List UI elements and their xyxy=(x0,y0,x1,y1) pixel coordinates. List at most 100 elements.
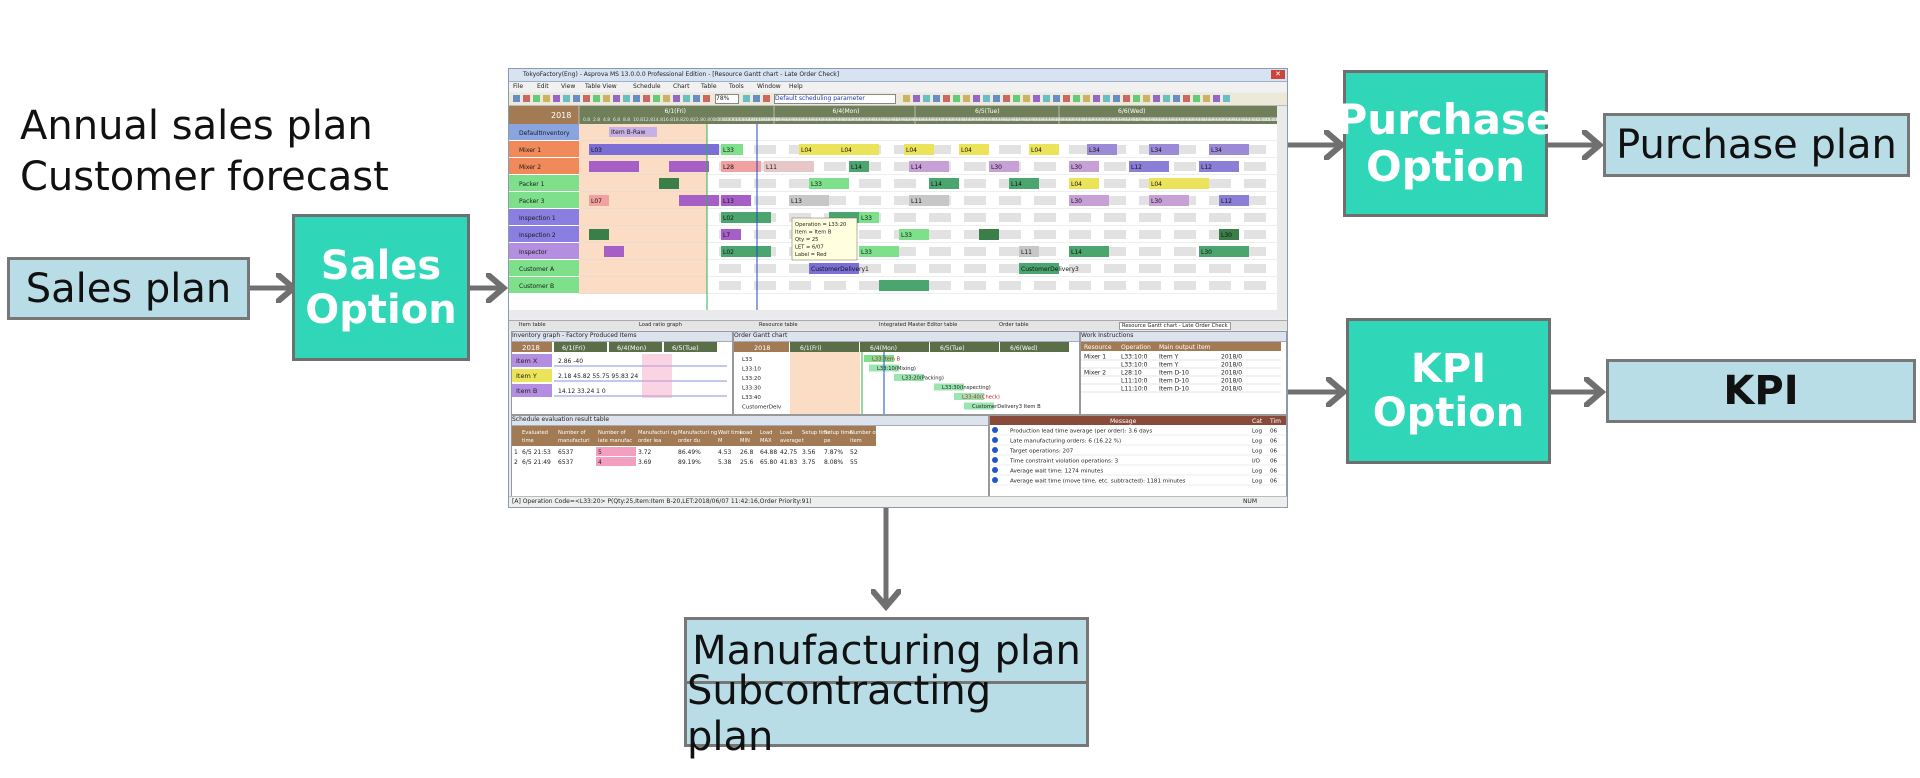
zoom-select[interactable]: 78% xyxy=(715,94,739,104)
toolbar-button-icon[interactable] xyxy=(613,95,620,102)
view-tab[interactable]: Load ratio graph xyxy=(639,322,682,328)
inv-date-cell xyxy=(609,342,662,352)
view-tab[interactable]: Order table xyxy=(999,322,1029,328)
toolbar-button-icon[interactable] xyxy=(753,95,760,102)
toolbar-button-icon[interactable] xyxy=(583,95,590,102)
gantt-operation-bar xyxy=(909,161,949,172)
toolbar-button-icon[interactable] xyxy=(663,95,670,102)
toolbar-button-icon[interactable] xyxy=(983,95,990,102)
toolbar-button-icon[interactable] xyxy=(943,95,950,102)
toolbar-button-icon[interactable] xyxy=(1083,95,1090,102)
menu-edit[interactable]: Edit xyxy=(537,83,549,90)
toolbar-button-icon[interactable] xyxy=(1103,95,1110,102)
kpi-option-line1: KPI xyxy=(1410,346,1487,392)
toolbar-button-icon[interactable] xyxy=(1093,95,1100,102)
toolbar-button-icon[interactable] xyxy=(1203,95,1210,102)
gantt-hour-tick: 0.7999999999999972 xyxy=(1183,117,1233,123)
gantt-inventory-bar xyxy=(609,127,657,137)
gantt-idle-block xyxy=(1174,213,1196,222)
gantt-operation-bar xyxy=(1149,178,1209,189)
toolbar-button-icon[interactable] xyxy=(1133,95,1140,102)
toolbar-button-icon[interactable] xyxy=(603,95,610,102)
toolbar-button-icon[interactable] xyxy=(1043,95,1050,102)
gantt-hour-tick: 12.799999999999997 xyxy=(883,117,933,123)
scheduling-param-select[interactable]: Default scheduling parameter xyxy=(774,94,896,104)
toolbar-button-icon[interactable] xyxy=(513,95,520,102)
view-tab[interactable]: Integrated Master Editor table xyxy=(879,322,958,328)
menu-help[interactable]: Help xyxy=(789,83,803,90)
toolbar-button-icon[interactable] xyxy=(523,95,530,102)
gantt-bar-label: L14 xyxy=(851,164,862,171)
gantt-bar-label: L30 xyxy=(991,164,1002,171)
toolbar-button-icon[interactable] xyxy=(553,95,560,102)
gantt-operation-bar xyxy=(839,144,879,155)
toolbar-button-icon[interactable] xyxy=(623,95,630,102)
menu-tools[interactable]: Tools xyxy=(729,83,744,90)
toolbar-button-icon[interactable] xyxy=(563,95,570,102)
window-close-icon[interactable]: ✕ xyxy=(1271,70,1285,79)
toolbar-button-icon[interactable] xyxy=(653,95,660,102)
menu-chart[interactable]: Chart xyxy=(673,83,690,90)
toolbar-button-icon[interactable] xyxy=(1183,95,1190,102)
gantt-hour-tick: 2.799999999999997 xyxy=(953,117,1000,123)
toolbar-button-icon[interactable] xyxy=(1143,95,1150,102)
toolbar-button-icon[interactable] xyxy=(953,95,960,102)
toolbar-button-icon[interactable] xyxy=(1073,95,1080,102)
wi-cell: Mixer 1 xyxy=(1084,354,1106,361)
view-tab[interactable]: Resource Gantt chart - Late Order Check xyxy=(1119,322,1231,330)
toolbar-button-icon[interactable] xyxy=(913,95,920,102)
toolbar-button-icon[interactable] xyxy=(543,95,550,102)
toolbar-button-icon[interactable] xyxy=(1063,95,1070,102)
toolbar-button-icon[interactable] xyxy=(633,95,640,102)
toolbar-button-icon[interactable] xyxy=(683,95,690,102)
view-tab[interactable]: Resource table xyxy=(759,322,798,328)
toolbar-button-icon[interactable] xyxy=(533,95,540,102)
toolbar-button-icon[interactable] xyxy=(673,95,680,102)
toolbar-button-icon[interactable] xyxy=(763,95,770,102)
toolbar-button-icon[interactable] xyxy=(1113,95,1120,102)
toolbar-button-icon[interactable] xyxy=(1053,95,1060,102)
toolbar-button-icon[interactable] xyxy=(703,95,710,102)
toolbar-button-icon[interactable] xyxy=(1193,95,1200,102)
toolbar-button-icon[interactable] xyxy=(573,95,580,102)
toolbar-button-icon[interactable] xyxy=(973,95,980,102)
view-tab[interactable]: Item table xyxy=(519,322,546,328)
toolbar-button-icon[interactable] xyxy=(933,95,940,102)
purchase-plan-box: Purchase plan xyxy=(1603,113,1910,177)
toolbar-button-icon[interactable] xyxy=(993,95,1000,102)
msg-category: Log xyxy=(1252,479,1262,485)
menu-file[interactable]: File xyxy=(513,83,524,90)
toolbar-button-icon[interactable] xyxy=(643,95,650,102)
menu-view[interactable]: View xyxy=(561,83,576,90)
gantt-horizontal-scrollbar[interactable] xyxy=(509,310,1277,318)
toolbar-button-icon[interactable] xyxy=(1033,95,1040,102)
toolbar-button-icon[interactable] xyxy=(963,95,970,102)
toolbar-button-icon[interactable] xyxy=(923,95,930,102)
gantt-idle-block xyxy=(789,281,811,290)
gantt-operation-bar xyxy=(1087,144,1117,155)
wi-cell: L33:10:0 xyxy=(1121,354,1148,361)
toolbar-button-icon[interactable] xyxy=(1003,95,1010,102)
toolbar-button-icon[interactable] xyxy=(1023,95,1030,102)
gantt-vertical-scrollbar[interactable] xyxy=(1277,106,1287,318)
toolbar-button-icon[interactable] xyxy=(1223,95,1230,102)
gantt-hour-tick: 8.8 xyxy=(623,117,630,123)
menu-schedule[interactable]: Schedule xyxy=(633,83,661,90)
toolbar-button-icon[interactable] xyxy=(1123,95,1130,102)
menu-table[interactable]: Table xyxy=(701,83,717,90)
toolbar-button-icon[interactable] xyxy=(593,95,600,102)
toolbar-button-icon[interactable] xyxy=(1213,95,1220,102)
wi-header: Operation xyxy=(1121,344,1151,351)
toolbar-button-icon[interactable] xyxy=(743,95,750,102)
menu-window[interactable]: Window xyxy=(757,83,781,90)
og-row-label: L33:40 xyxy=(742,395,761,401)
menu-table-view[interactable]: Table View xyxy=(585,83,617,90)
toolbar-button-icon[interactable] xyxy=(903,95,910,102)
toolbar-button-icon[interactable] xyxy=(1153,95,1160,102)
toolbar-button-icon[interactable] xyxy=(1013,95,1020,102)
toolbar-button-icon[interactable] xyxy=(1163,95,1170,102)
toolbar-button-icon[interactable] xyxy=(693,95,700,102)
toolbar-button-icon[interactable] xyxy=(1173,95,1180,102)
